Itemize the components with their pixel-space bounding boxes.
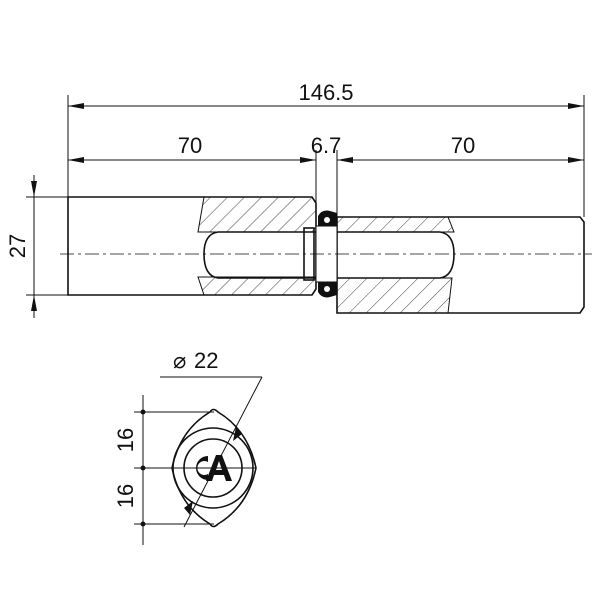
dimension-lines	[26, 95, 585, 318]
left-section-hatch-top	[197, 196, 317, 233]
right-section-hatch-top	[336, 216, 455, 233]
end-view	[134, 376, 263, 545]
dim-height: 27	[5, 234, 30, 258]
side-view	[60, 196, 592, 314]
washer-top-hole	[324, 217, 330, 223]
diameter-leader	[183, 376, 263, 528]
ca-logo	[196, 455, 232, 481]
dim-right-length: 70	[451, 133, 475, 158]
inner-pin	[203, 231, 455, 279]
dim-overall-length: 146.5	[298, 80, 353, 105]
dim-diameter: 22	[194, 348, 218, 373]
left-section-hatch-bottom	[197, 276, 317, 296]
washer-bottom-hole	[324, 286, 330, 292]
right-section-hatch-bottom	[336, 277, 453, 314]
dim-lower-offset: 16	[113, 484, 138, 508]
dim-gap: 6.7	[311, 133, 342, 158]
dim-left-length: 70	[178, 133, 202, 158]
dim-diameter-symbol: ⌀	[173, 348, 186, 373]
dim-upper-offset: 16	[113, 428, 138, 452]
